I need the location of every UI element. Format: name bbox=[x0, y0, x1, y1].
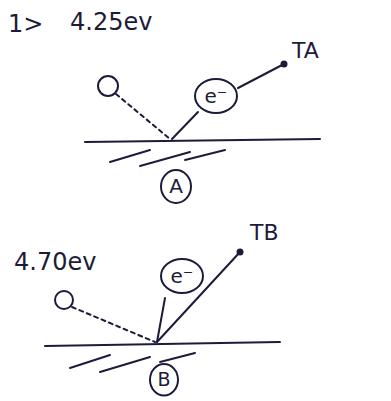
part-label-circle: A bbox=[160, 169, 192, 204]
photon-circle bbox=[55, 291, 73, 309]
problem-number: 1> bbox=[8, 12, 43, 36]
hatch-line bbox=[160, 353, 195, 362]
node-text: e⁻ bbox=[171, 266, 194, 286]
kinetic-energy: TB bbox=[250, 222, 279, 244]
track-end bbox=[282, 62, 287, 67]
photon-energy: 4.70ev bbox=[14, 250, 96, 274]
electron-path bbox=[172, 112, 198, 139]
node-text: A bbox=[169, 176, 183, 196]
kinetic-energy: TA bbox=[292, 40, 319, 62]
electron-circle: e⁻ bbox=[160, 258, 204, 294]
photon-energy: 4.25ev bbox=[70, 10, 152, 34]
node-text: B bbox=[157, 370, 170, 389]
hatch-line bbox=[100, 357, 150, 372]
electron-circle: e⁻ bbox=[194, 78, 238, 114]
electron-track bbox=[238, 64, 284, 88]
photon-path bbox=[72, 307, 155, 342]
photon-circle bbox=[98, 76, 118, 96]
electron-track bbox=[157, 252, 240, 342]
track-end bbox=[238, 250, 243, 255]
node-text: e⁻ bbox=[205, 86, 228, 106]
metal-surface bbox=[85, 139, 320, 142]
hatch-line bbox=[70, 355, 110, 368]
hatch-line bbox=[185, 150, 225, 160]
photon-path bbox=[116, 94, 170, 139]
hatch-line bbox=[140, 152, 190, 166]
hatch-line bbox=[110, 150, 150, 162]
metal-surface bbox=[45, 342, 280, 346]
part-label-circle: B bbox=[149, 363, 179, 397]
